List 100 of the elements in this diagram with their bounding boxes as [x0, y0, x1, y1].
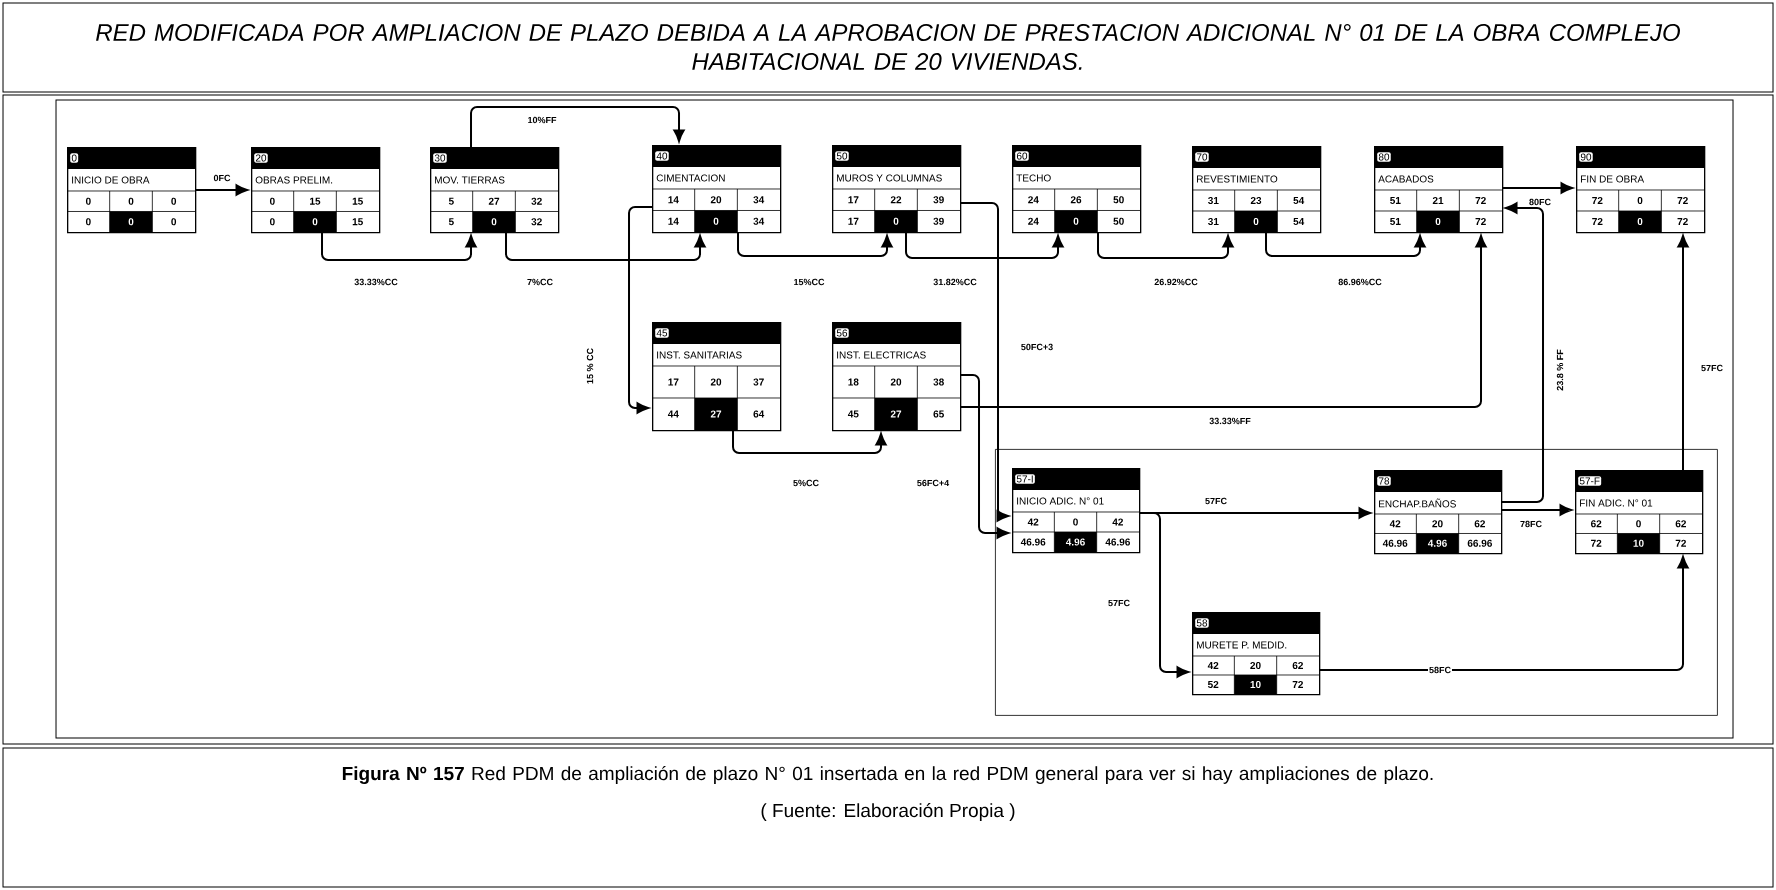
arrow: [959, 235, 1487, 408]
activity-number: 40: [655, 151, 669, 161]
schedule-value: 10: [1250, 680, 1261, 689]
activity-name: CIMENTACION: [656, 174, 725, 182]
activity-box: [1011, 468, 1141, 554]
edge-label: 10%FF: [526, 115, 558, 125]
edge-label: 78FC: [1519, 519, 1543, 529]
schedule-value: 0: [128, 197, 134, 205]
activity-box: [1373, 470, 1503, 555]
schedule-value: 20: [890, 378, 902, 386]
schedule-value: 46.96: [1382, 539, 1408, 547]
schedule-value: 42: [1207, 662, 1219, 669]
arrow: [321, 231, 477, 261]
schedule-value: 27: [710, 410, 722, 418]
activity-box: [1191, 612, 1321, 696]
activity-box: [250, 147, 381, 234]
schedule-value: 14: [668, 196, 679, 204]
schedule-value: 22: [890, 196, 902, 204]
activity-number: 30: [433, 153, 447, 163]
schedule-value: 51: [1390, 218, 1401, 225]
schedule-value: 27: [488, 197, 500, 205]
schedule-value: 62: [1292, 661, 1303, 670]
arrow: [959, 374, 1009, 539]
activity-name: ACABADOS: [1378, 175, 1434, 183]
activity-number: 78: [1377, 476, 1391, 486]
arrow: [905, 231, 1064, 259]
activity-name: ENCHAP.BAÑOS: [1379, 498, 1456, 508]
grouping-frame: [995, 449, 1718, 716]
activity-box: [66, 147, 197, 234]
schedule-value: 27: [890, 410, 902, 418]
schedule-value: 54: [1293, 197, 1305, 204]
schedule-value: 66.96: [1467, 539, 1492, 547]
activity-name: INST. ELECTRICAS: [837, 351, 926, 359]
activity-number: 57-F: [1578, 476, 1602, 486]
schedule-value: 0: [1637, 196, 1643, 205]
activity-number: 70: [1195, 152, 1209, 162]
edge-label: 58FC: [1428, 665, 1452, 675]
schedule-value: 0: [85, 218, 91, 226]
edge-label: 5%CC: [792, 478, 820, 488]
schedule-value: 0: [1253, 217, 1259, 226]
activity-name: TECHO: [1016, 174, 1051, 182]
schedule-value: 46.96: [1020, 538, 1046, 546]
schedule-value: 10: [1633, 539, 1644, 547]
schedule-value: 0: [171, 197, 177, 205]
arrow: [1500, 504, 1572, 516]
schedule-value: 0: [1435, 217, 1441, 226]
schedule-value: 20: [1432, 520, 1443, 528]
schedule-value: 32: [531, 197, 542, 205]
activity-box: [429, 147, 560, 234]
schedule-value: 21: [1432, 197, 1444, 204]
edge-label: 57FC: [1107, 598, 1131, 608]
activity-box: [1575, 146, 1706, 234]
edge-label: 23.8 % FF: [1555, 348, 1565, 392]
schedule-value: 20: [710, 196, 722, 204]
activity-number: 0: [70, 153, 79, 163]
edge-label: 26.92%CC: [1153, 277, 1199, 287]
activity-box: [1011, 145, 1142, 234]
activity-name: OBRAS PRELIM.: [255, 176, 333, 184]
schedule-value: 72: [1677, 197, 1688, 204]
title-box: RED MODIFICADA POR AMPLIACION DE PLAZO DEBIDA A LA APROBACION DE PRESTACION ADICIONAL N° 01 DE LA OBRA COMPLEJO HABITACIONAL DE 20 VIVIENDAS.: [2, 2, 1774, 93]
schedule-value: 0: [269, 197, 275, 205]
edge-label: 33.33%FF: [1208, 416, 1252, 426]
schedule-value: 4.96: [1065, 538, 1085, 546]
schedule-value: 20: [1250, 661, 1261, 670]
schedule-value: 18: [848, 378, 859, 386]
schedule-value: 0: [269, 218, 275, 226]
schedule-value: 72: [1677, 218, 1688, 225]
schedule-value: 0: [128, 218, 134, 226]
activity-name: FIN ADIC. N° 01: [1580, 499, 1653, 507]
schedule-value: 72: [1675, 539, 1686, 547]
arrow: [1318, 556, 1689, 671]
edge-label: 50FC+3: [1019, 342, 1055, 352]
arrow: [1138, 512, 1189, 678]
schedule-value: 0: [312, 218, 318, 226]
schedule-value: 64: [753, 410, 765, 418]
schedule-value: 15: [352, 218, 363, 226]
activity-number: 58: [1195, 618, 1209, 628]
activity-name: MURETE P. MEDID.: [1197, 641, 1287, 649]
schedule-value: 0: [491, 218, 497, 226]
schedule-value: 14: [668, 217, 679, 225]
schedule-value: 42: [1027, 518, 1039, 526]
edge-label: 56FC+4: [915, 478, 951, 488]
edge-label: 15 % CC: [585, 347, 595, 385]
schedule-value: 34: [753, 217, 765, 225]
schedule-value: 5: [448, 197, 454, 205]
schedule-value: 54: [1293, 218, 1305, 225]
activity-name: INICIO ADIC. N° 01: [1017, 497, 1104, 505]
schedule-value: 23: [1250, 196, 1262, 205]
activity-name: FIN DE OBRA: [1581, 175, 1645, 183]
activity-name: REVESTIMIENTO: [1197, 175, 1278, 183]
schedule-value: 37: [753, 378, 764, 386]
arrow: [959, 202, 1009, 522]
schedule-value: 72: [1475, 197, 1486, 204]
schedule-value: 17: [668, 378, 679, 386]
activity-box: [651, 322, 782, 432]
schedule-value: 52: [1207, 680, 1219, 689]
schedule-value: 26: [1070, 196, 1082, 204]
arrow: [194, 184, 248, 196]
schedule-value: 17: [848, 196, 859, 204]
activity-box: [1373, 146, 1504, 234]
